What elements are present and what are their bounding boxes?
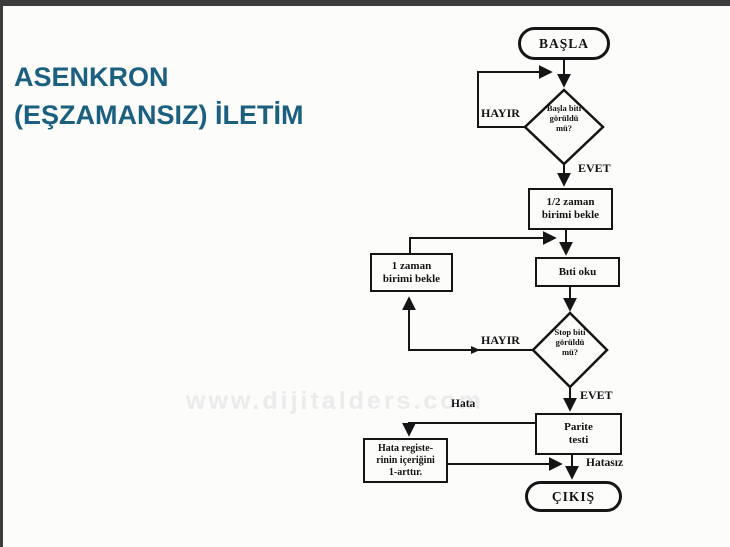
exit-terminal: ÇIKIŞ <box>525 481 622 512</box>
edge-label-evet1: EVET <box>578 161 611 175</box>
edge-label-hatasiz: Hatasız <box>586 457 624 469</box>
connector-hayir2 <box>402 296 533 351</box>
slide-title-line2: (EŞZAMANSIZ) İLETİM <box>14 100 304 130</box>
edge-label-hayir2: HAYIR <box>481 333 520 347</box>
slide-title: ASENKRON (EŞZAMANSIZ) İLETİM <box>14 58 344 134</box>
wait-one-box: 1 zaman birimi bekle <box>370 253 453 292</box>
decision2-diamond <box>531 311 609 389</box>
decision1-label: Başla biti görüldü mü? <box>546 103 582 133</box>
exit-terminal-label: ÇIKIŞ <box>551 488 596 504</box>
start-terminal: BAŞLA <box>518 27 610 60</box>
decision1-diamond <box>523 88 605 166</box>
connector-hata <box>402 422 535 437</box>
watermark-text: www.dijitalders.com <box>186 387 484 415</box>
parity-test-box: Parite testi <box>535 413 622 455</box>
connector-hayir-loop1 <box>477 65 553 128</box>
top-bar <box>0 0 730 6</box>
slide-title-line1: ASENKRON <box>14 62 169 92</box>
edge-label-hayir1: HAYIR <box>481 106 520 120</box>
read-bit-box: Bıti oku <box>535 257 620 287</box>
half-wait-box: 1/2 zaman birimi bekle <box>528 188 613 230</box>
edge-label-evet2: EVET <box>580 388 613 402</box>
start-terminal-label: BAŞLA <box>538 35 589 51</box>
decision2-label: Stop biti görüldü mü? <box>554 327 586 357</box>
error-register-box: Hata registe- rinin içeriğini 1-arttır. <box>363 438 448 483</box>
edge-label-hata: Hata <box>451 398 476 410</box>
connector-waitone-join <box>409 231 557 253</box>
hayir2-midline-arrowhead <box>471 346 480 354</box>
left-edge-bar <box>0 0 3 547</box>
